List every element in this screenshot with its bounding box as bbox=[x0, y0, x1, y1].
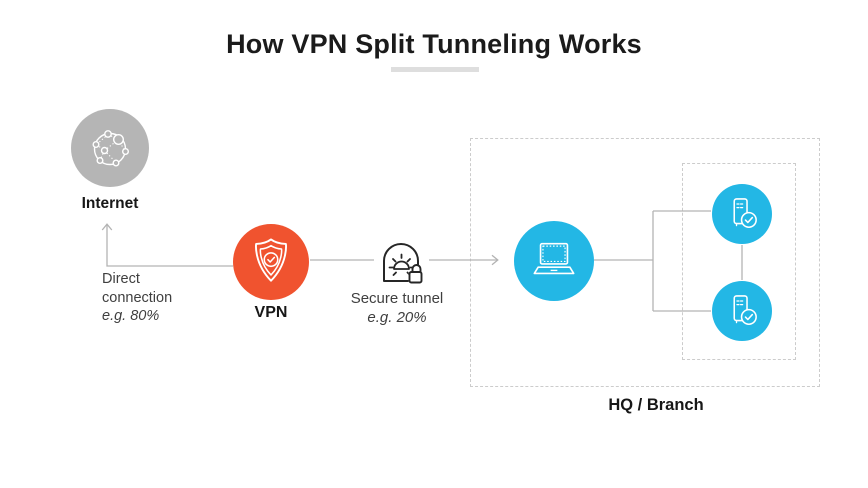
secure-tunnel-note: e.g. 20% bbox=[367, 309, 427, 326]
server-node-bottom bbox=[712, 281, 772, 341]
vpn-label: VPN bbox=[254, 304, 288, 321]
network-nodes bbox=[92, 130, 130, 167]
arrow-up-icon bbox=[101, 223, 113, 231]
internet-label: Internet bbox=[81, 195, 139, 212]
laptop-node bbox=[514, 221, 594, 301]
hq-branch-boundary bbox=[470, 138, 820, 387]
laptop-icon bbox=[533, 242, 575, 275]
page-title: How VPN Split Tunneling Works bbox=[226, 29, 642, 59]
vpn-node bbox=[233, 224, 309, 300]
shield-check-icon bbox=[255, 238, 287, 282]
title-underline bbox=[391, 67, 479, 72]
server-check-icon bbox=[733, 198, 757, 229]
network-globe-icon bbox=[92, 130, 130, 167]
tunnel-lock-icon bbox=[383, 243, 423, 284]
internet-connector-line bbox=[106, 225, 233, 267]
direct-connection-text: Direct connection bbox=[102, 271, 173, 306]
secure-tunnel-text: Secure tunnel bbox=[350, 290, 444, 307]
network-links bbox=[96, 134, 126, 163]
hq-branch-label: HQ / Branch bbox=[608, 396, 704, 414]
internet-node bbox=[71, 109, 149, 187]
direct-connection-note: e.g. 80% bbox=[102, 308, 160, 324]
server-check-icon bbox=[733, 295, 757, 326]
secure-tunnel-caption: Secure tunnel e.g. 20% bbox=[337, 289, 457, 327]
direct-connection-caption: Direct connection e.g. 80% bbox=[102, 270, 202, 326]
server-node-top bbox=[712, 184, 772, 244]
secure-tunnel-node bbox=[374, 234, 428, 288]
